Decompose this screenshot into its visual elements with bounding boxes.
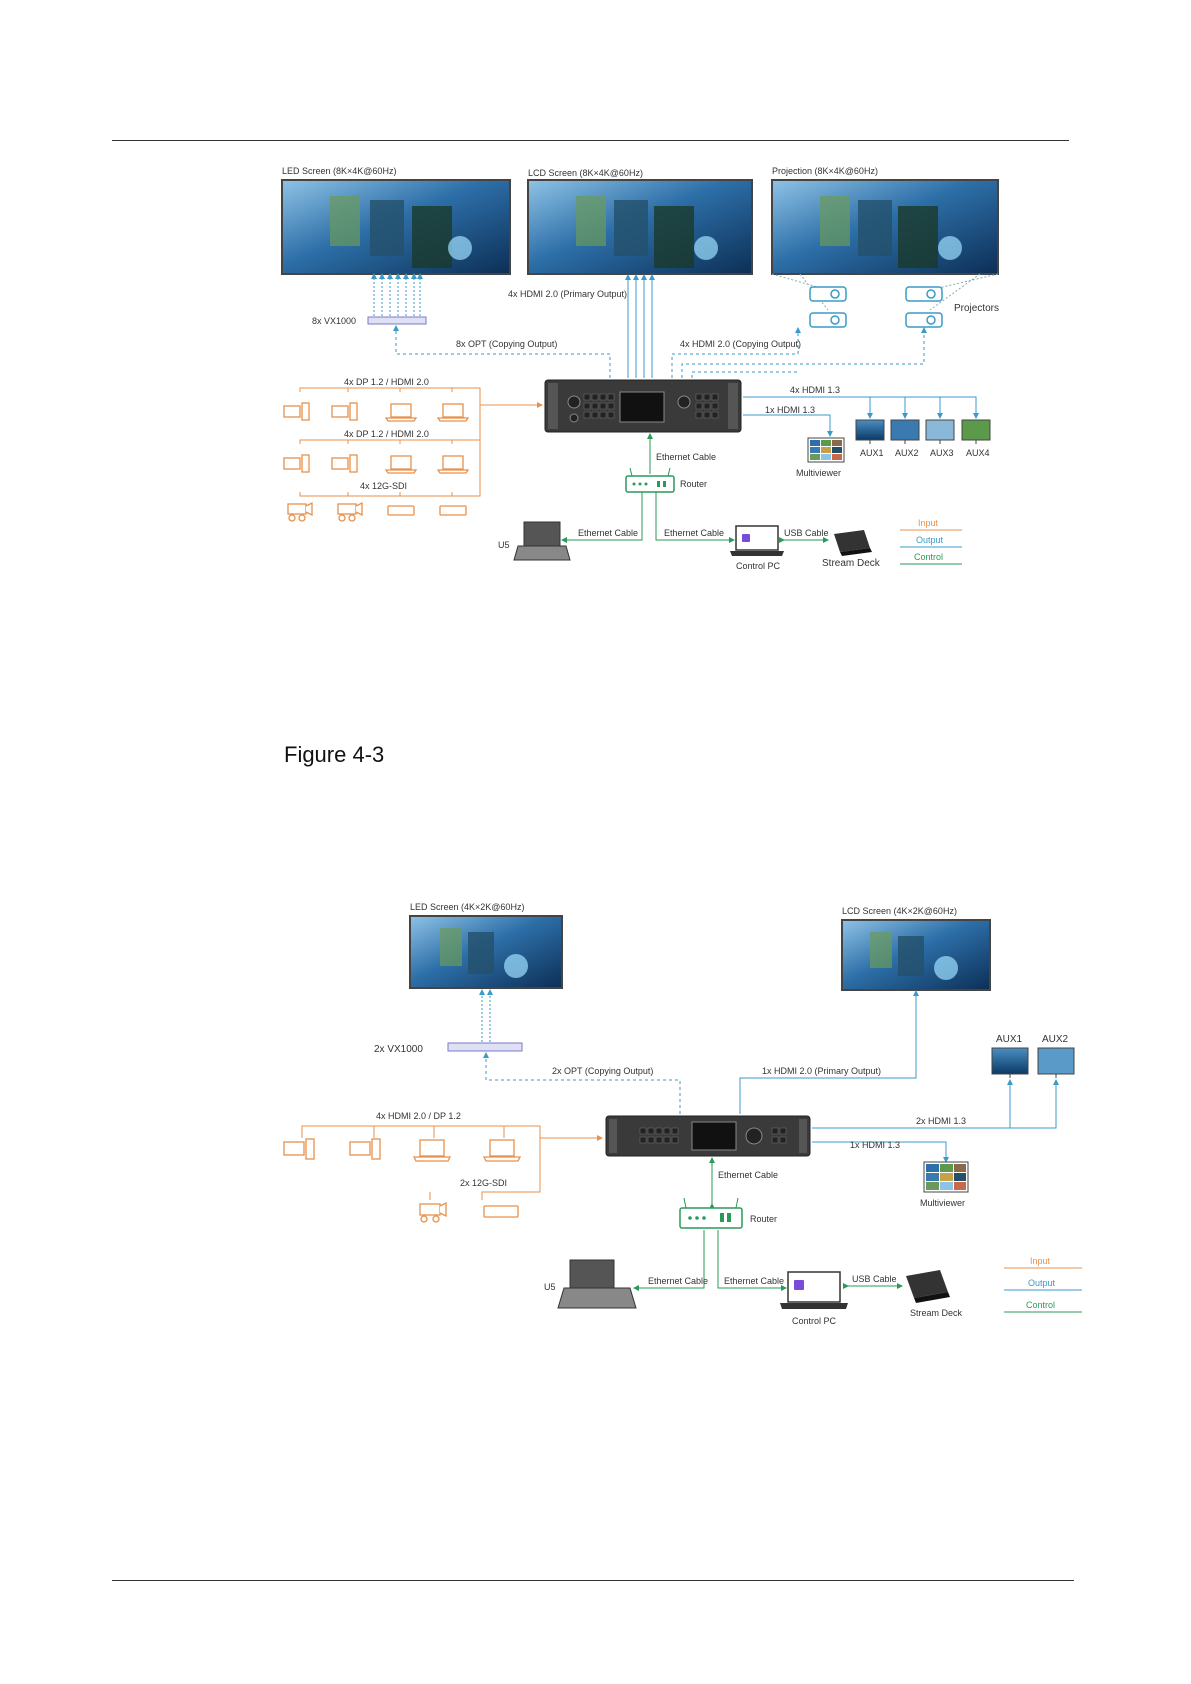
multiviewer-monitor-1 bbox=[807, 437, 845, 463]
hdmi13-1b-label: 1x HDMI 1.3 bbox=[850, 1140, 900, 1150]
vx1000-device-2 bbox=[447, 989, 523, 1052]
stream-deck-2 bbox=[906, 1270, 950, 1303]
input-sdi-2-label: 2x 12G-SDI bbox=[460, 1178, 507, 1188]
multiviewer-1-label: Multiviewer bbox=[796, 468, 841, 478]
aux-monitors-1 bbox=[855, 419, 991, 444]
sdi-source-icon bbox=[387, 505, 467, 516]
hdmi13-2-label: 2x HDMI 1.3 bbox=[916, 1116, 966, 1126]
ethernet-cable-1c-label: Ethernet Cable bbox=[664, 528, 724, 538]
multiviewer-2-label: Multiviewer bbox=[920, 1198, 965, 1208]
control-pc-2-label: Control PC bbox=[792, 1316, 837, 1326]
vx1000-2-label: 2x VX1000 bbox=[374, 1044, 423, 1055]
legend-output-1: Output bbox=[916, 535, 944, 545]
lcd-screen-2-label: LCD Screen (4K×2K@60Hz) bbox=[842, 906, 957, 916]
projectors-label: Projectors bbox=[954, 303, 999, 314]
ethernet-cable-1b-label: Ethernet Cable bbox=[578, 528, 638, 538]
diagram-1: LED Screen (8K×4K@60Hz) LCD Screen (8K×4… bbox=[281, 166, 999, 571]
legend-output-2: Output bbox=[1028, 1278, 1056, 1288]
led-screen-1 bbox=[281, 179, 511, 275]
footer-rule bbox=[112, 1580, 1074, 1581]
input-dp-2-label: 4x DP 1.2 / HDMI 2.0 bbox=[344, 429, 429, 439]
router-2-label: Router bbox=[750, 1214, 777, 1224]
sdi-source-icon-2 bbox=[483, 1205, 519, 1218]
laptop-icon bbox=[384, 403, 470, 474]
hdmi13-1-label: 1x HDMI 1.3 bbox=[765, 405, 815, 415]
stream-deck-2-label: Stream Deck bbox=[910, 1308, 963, 1318]
usb-cable-1-label: USB Cable bbox=[784, 528, 829, 538]
diagram-2: LED Screen (4K×2K@60Hz) LCD Screen (4K×2… bbox=[283, 902, 1082, 1326]
legend-input-2: Input bbox=[1030, 1256, 1051, 1266]
aux2-1-label: AUX2 bbox=[895, 448, 919, 458]
primary-output-2-label: 1x HDMI 2.0 (Primary Output) bbox=[762, 1066, 881, 1076]
led-screen-2-label: LED Screen (4K×2K@60Hz) bbox=[410, 902, 524, 912]
video-processor-2 bbox=[605, 1115, 811, 1157]
camera-icon bbox=[287, 501, 363, 522]
primary-output-1-label: 4x HDMI 2.0 (Primary Output) bbox=[508, 289, 627, 299]
figure-caption: Figure 4-3 bbox=[284, 742, 385, 767]
ethernet-cable-2b-label: Ethernet Cable bbox=[648, 1276, 708, 1286]
router-icon bbox=[625, 467, 675, 493]
led-screen-2 bbox=[409, 915, 563, 989]
projection-screen-1 bbox=[771, 179, 999, 311]
vx1000-device-1 bbox=[367, 273, 427, 325]
input-sdi-1-label: 4x 12G-SDI bbox=[360, 481, 407, 491]
u5-1-label: U5 bbox=[498, 540, 510, 550]
lcd-screen-1-label: LCD Screen (8K×4K@60Hz) bbox=[528, 168, 643, 178]
legend-input-1: Input bbox=[918, 518, 939, 528]
aux1-2-label: AUX1 bbox=[996, 1034, 1023, 1045]
lcd-screen-1 bbox=[527, 179, 753, 275]
router-1-label: Router bbox=[680, 479, 707, 489]
led-screen-1-label: LED Screen (8K×4K@60Hz) bbox=[282, 166, 396, 176]
pc-icon-2 bbox=[283, 1138, 381, 1160]
aux4-1-label: AUX4 bbox=[966, 448, 990, 458]
aux2-2-label: AUX2 bbox=[1042, 1034, 1069, 1045]
legend-1 bbox=[900, 529, 962, 565]
hdmi13-4-label: 4x HDMI 1.3 bbox=[790, 385, 840, 395]
opt-output-1-label: 8x OPT (Copying Output) bbox=[456, 339, 557, 349]
ethernet-cable-1a-label: Ethernet Cable bbox=[656, 452, 716, 462]
legend-2 bbox=[1004, 1267, 1082, 1313]
header-rule bbox=[112, 140, 1069, 141]
camera-icon-2 bbox=[419, 1201, 447, 1223]
legend-control-2: Control bbox=[1026, 1300, 1055, 1310]
stream-deck-1 bbox=[834, 530, 872, 556]
u5-console-1 bbox=[513, 521, 571, 561]
u5-console-2 bbox=[557, 1259, 637, 1309]
ethernet-cable-2a-label: Ethernet Cable bbox=[718, 1170, 778, 1180]
pc-icon bbox=[283, 402, 358, 473]
stream-deck-1-label: Stream Deck bbox=[822, 558, 881, 569]
hdmi-copy-1-label: 4x HDMI 2.0 (Copying Output) bbox=[680, 339, 801, 349]
control-pc-1-label: Control PC bbox=[736, 561, 781, 571]
control-pc-laptop-2 bbox=[780, 1271, 848, 1309]
lcd-screen-2 bbox=[841, 919, 991, 991]
ethernet-cable-2c-label: Ethernet Cable bbox=[724, 1276, 784, 1286]
video-processor-1 bbox=[544, 379, 742, 433]
aux1-1-label: AUX1 bbox=[860, 448, 884, 458]
laptop-icon-2 bbox=[412, 1139, 522, 1162]
aux-monitors-2 bbox=[991, 1047, 1075, 1078]
opt-output-2-label: 2x OPT (Copying Output) bbox=[552, 1066, 653, 1076]
input-dp-1-label: 4x DP 1.2 / HDMI 2.0 bbox=[344, 377, 429, 387]
u5-2-label: U5 bbox=[544, 1282, 556, 1292]
control-pc-laptop-1 bbox=[730, 525, 784, 556]
projection-screen-1-label: Projection (8K×4K@60Hz) bbox=[772, 166, 878, 176]
input-hdmi-2-label: 4x HDMI 2.0 / DP 1.2 bbox=[376, 1111, 461, 1121]
multiviewer-monitor-2 bbox=[923, 1161, 969, 1193]
router-icon-2 bbox=[679, 1197, 743, 1229]
legend-control-1: Control bbox=[914, 552, 943, 562]
vx1000-1-label: 8x VX1000 bbox=[312, 316, 356, 326]
usb-cable-2-label: USB Cable bbox=[852, 1274, 897, 1284]
projector-icon bbox=[809, 286, 943, 328]
aux3-1-label: AUX3 bbox=[930, 448, 954, 458]
